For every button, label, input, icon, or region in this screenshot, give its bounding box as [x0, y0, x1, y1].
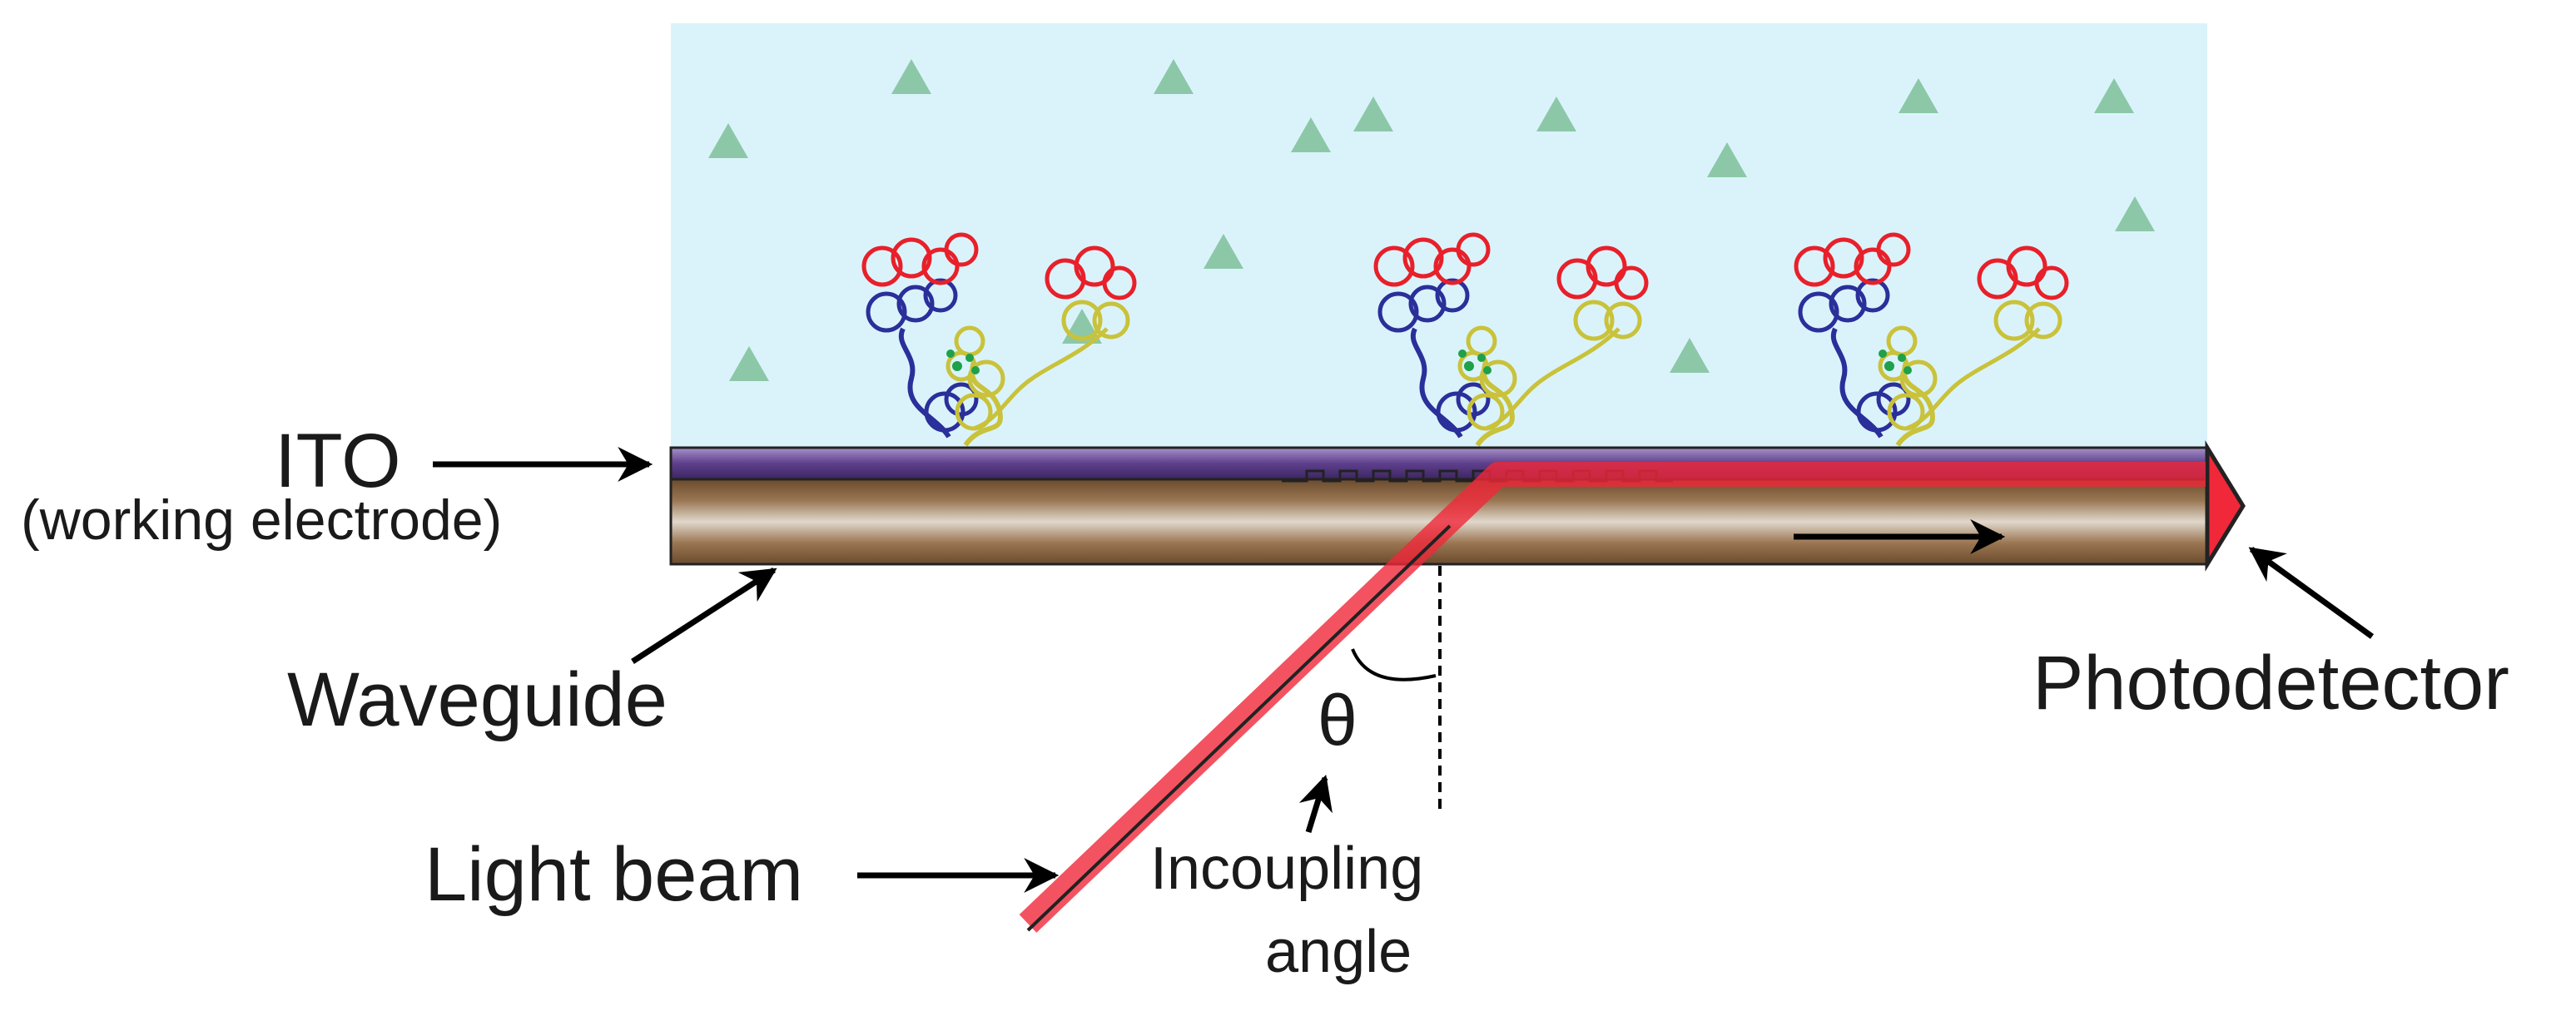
- photodetector-arrow: [2248, 547, 2375, 639]
- solution-region: [671, 23, 2207, 448]
- waveguide-label: Waveguide: [287, 657, 668, 742]
- theta-label: θ: [1318, 681, 1357, 761]
- ito-label: ITO: [275, 419, 401, 503]
- light-beam-label: Light beam: [424, 832, 803, 917]
- photodetector-label: Photodetector: [2033, 641, 2509, 726]
- light-beam: [1019, 462, 2206, 933]
- angle-arc: [1351, 648, 1437, 681]
- photodetector-triangle-icon: [2205, 440, 2246, 572]
- ito-sub-label: (working electrode): [21, 488, 502, 552]
- waveguide-arrow: [631, 567, 777, 664]
- angle-label: angle: [1265, 919, 1412, 985]
- incoupling-arrow: [1298, 774, 1333, 834]
- incoupling-label: Incoupling: [1150, 835, 1423, 902]
